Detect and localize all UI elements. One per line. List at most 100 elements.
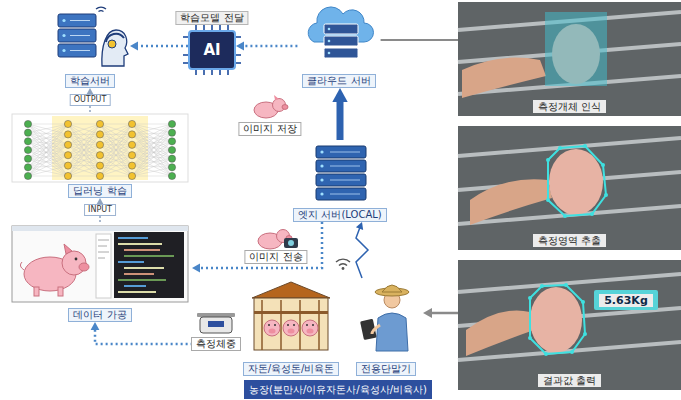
network-link <box>28 124 68 125</box>
network-link <box>68 124 100 155</box>
network-link <box>132 150 172 166</box>
network-link <box>68 134 100 176</box>
node-label: AI <box>203 41 220 59</box>
network-link <box>132 133 172 145</box>
network-link <box>28 155 68 176</box>
farmer-figure <box>360 285 409 351</box>
network-link <box>100 124 132 125</box>
connector-line <box>198 222 322 268</box>
network-neuron <box>128 120 135 127</box>
connector <box>130 42 188 51</box>
node-label: 클라우드 서버 <box>302 74 375 88</box>
node-label: 엣지 서버(LOCAL) <box>293 208 386 222</box>
photo <box>458 2 681 116</box>
network-link <box>132 124 172 133</box>
network-neuron <box>168 129 175 136</box>
network-neuron <box>128 162 135 169</box>
network-link <box>68 124 100 145</box>
chip-pins <box>183 25 241 75</box>
connector-line <box>429 312 458 315</box>
node-label: 측정영역 추출 <box>533 234 606 247</box>
arrowhead <box>91 322 100 330</box>
network-link <box>132 134 172 150</box>
connector <box>381 40 458 41</box>
network-neuron <box>96 131 103 138</box>
network-link <box>132 124 172 176</box>
note-label: 학습모델 전달 <box>175 11 248 25</box>
photo-panel: 측정개체 인식 <box>458 2 681 116</box>
network-neuron <box>168 138 175 145</box>
network-link <box>28 124 68 133</box>
network-link <box>68 124 100 134</box>
network-link <box>28 176 68 177</box>
network-neuron <box>128 152 135 159</box>
network-neuron <box>96 120 103 127</box>
network-link <box>132 141 172 155</box>
cloud-server: 클라우드 서버 <box>297 3 380 88</box>
network-neuron <box>96 172 103 179</box>
network-link <box>100 176 132 177</box>
node-label: 결과값 출력 <box>538 374 601 387</box>
network-link <box>132 124 172 125</box>
network-neuron <box>24 146 31 153</box>
network-link <box>132 176 172 177</box>
network-neuron <box>96 162 103 169</box>
connector-line <box>381 39 458 41</box>
network-link <box>132 124 172 145</box>
network-link <box>28 124 68 176</box>
connector <box>236 42 297 51</box>
network-neuron <box>96 152 103 159</box>
network-neuron <box>24 138 31 145</box>
ai-chip: AI <box>188 30 236 70</box>
network-link <box>68 134 100 176</box>
learning-server: 학습서버 <box>50 4 130 88</box>
network-link <box>100 124 132 155</box>
network-link <box>28 145 68 176</box>
network-link <box>28 124 68 150</box>
network-link <box>100 134 132 176</box>
network-neuron <box>64 131 71 138</box>
photo-panel: 측정영역 추출 <box>458 126 681 250</box>
network-neuron <box>24 120 31 127</box>
edge-server-icon <box>316 146 366 200</box>
network-link <box>132 155 172 176</box>
photo-panel: 결과값 출력5.63Kg <box>458 260 681 390</box>
arrowhead <box>192 264 200 273</box>
data-processing-panel: 데이터 가공 <box>8 222 192 322</box>
arrowhead <box>130 42 138 51</box>
edge-label: OUTPUT <box>70 94 111 106</box>
network-link <box>28 124 68 159</box>
network-link <box>28 124 68 155</box>
network-link <box>132 124 172 167</box>
network-link <box>100 166 132 176</box>
network-link <box>132 141 172 176</box>
network-neuron <box>64 120 71 127</box>
farm-pen: 자돈/육성돈/비육돈 <box>238 278 345 376</box>
network-link <box>28 150 68 166</box>
network-link <box>28 134 68 167</box>
network-link <box>28 159 68 166</box>
screenshot <box>12 226 188 302</box>
network-neuron <box>64 152 71 159</box>
network-link <box>100 124 132 155</box>
network-link <box>132 133 172 166</box>
edge-label-holder: OUTPUT <box>70 94 111 106</box>
network-link <box>28 166 68 176</box>
network-neuron <box>168 120 175 127</box>
network-neuron <box>128 131 135 138</box>
arrowhead <box>236 42 244 51</box>
network-link <box>68 155 100 176</box>
network-link <box>68 124 100 166</box>
arrowhead <box>332 88 347 102</box>
connector <box>356 222 368 278</box>
edge-label: 이미지 저장 <box>238 122 301 136</box>
network-link <box>28 124 68 141</box>
node-label: 전용단말기 <box>356 362 416 376</box>
edge-server: 엣지 서버(LOCAL) <box>288 140 391 222</box>
network-neuron <box>64 162 71 169</box>
network-link <box>132 159 172 166</box>
network-link <box>68 124 100 134</box>
network-link <box>100 124 132 145</box>
network-neuron <box>168 164 175 171</box>
